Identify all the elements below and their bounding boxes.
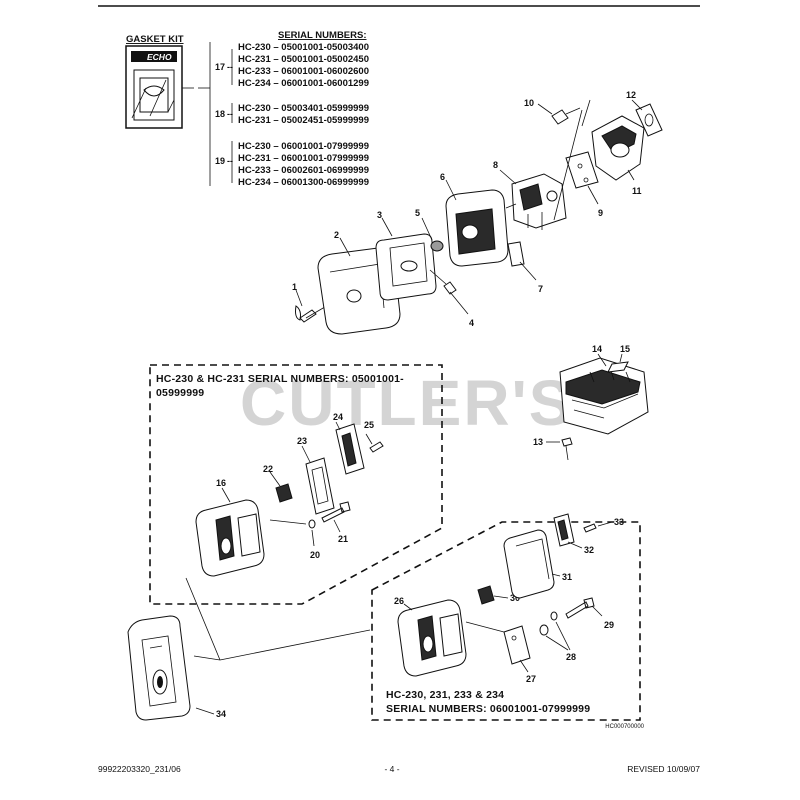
- part-screw-4: [443, 281, 457, 295]
- callout-15: 14: [592, 344, 602, 354]
- part-bolt-22: [321, 501, 351, 523]
- echo-logo: [131, 51, 177, 62]
- callout-29: 28: [566, 652, 576, 662]
- footer-revision: REVISED 10/09/07: [627, 764, 700, 774]
- part-gasket-28: [503, 625, 531, 665]
- callout-24: 23: [297, 436, 307, 446]
- muffler-assembly-lower: 26 27 28 29 30 31 32 33: [394, 513, 624, 684]
- figure-code: HC000700000: [605, 724, 644, 730]
- footer-doc-number: 99922203320_231/06: [98, 764, 181, 774]
- callout-23: 22: [263, 464, 273, 474]
- part-washer-21: [308, 519, 316, 529]
- serial-line: HC-231 – 05001001-05002450: [238, 54, 369, 65]
- callout-16: 15: [620, 344, 630, 354]
- part-label-16: [607, 361, 629, 373]
- gasket-kit: GASKET KIT ECHO SERIAL NUMBERS: 17 -- HC…: [125, 30, 369, 188]
- part-wing-knob: [295, 305, 317, 323]
- box-upper-title-2: 05999999: [156, 387, 204, 399]
- callout-5: 5: [415, 208, 420, 218]
- serial-line: HC-230 – 05001001-05003400: [238, 42, 369, 53]
- air-cleaner-assembly: 1 2 3 4 5 6 7: [292, 90, 663, 335]
- callout-4: 4: [469, 318, 474, 328]
- callout-6: 6: [440, 172, 445, 182]
- callout-31: 30: [510, 593, 520, 603]
- callout-28: 27: [526, 674, 536, 684]
- box-upper: [149, 364, 443, 605]
- svg-text:--: --: [227, 156, 233, 166]
- callout-18: 18: [215, 109, 225, 119]
- box-lower: [371, 521, 641, 721]
- part-screw-26: [369, 441, 384, 453]
- callout-8: 8: [493, 160, 498, 170]
- callout-7: 7: [538, 284, 543, 294]
- echo-logo-text: ECHO: [147, 52, 172, 62]
- serial-line: HC-233 – 06002601-06999999: [238, 165, 369, 176]
- callout-3: 3: [377, 210, 382, 220]
- part-screw-10: [551, 109, 569, 125]
- callout-10: 10: [524, 98, 534, 108]
- callout-22: 21: [338, 534, 348, 544]
- serial-line: HC-234 – 06001300-06999999: [238, 177, 369, 188]
- callout-19: 19: [215, 156, 225, 166]
- part-plate-7: [507, 241, 525, 267]
- part-plate-31: [477, 585, 495, 605]
- part-screw-14: [561, 437, 573, 447]
- engine-cover-assembly: 14 15 13: [533, 344, 649, 461]
- part-washer-29: [550, 611, 558, 621]
- serial-line: HC-231 – 06001001-07999999: [238, 153, 369, 164]
- part-bolt-30: [565, 597, 595, 619]
- part-gasket-5: [430, 240, 444, 252]
- serial-line: HC-231 – 05002451-05999999: [238, 115, 369, 126]
- callout-26: 25: [364, 420, 374, 430]
- box-lower-title-2: SERIAL NUMBERS: 06001001-07999999: [386, 703, 590, 715]
- callout-2: 2: [334, 230, 339, 240]
- callout-34: 33: [614, 517, 624, 527]
- svg-text:--: --: [227, 109, 233, 119]
- serial-numbers-heading: SERIAL NUMBERS:: [278, 30, 367, 41]
- heat-shield-assembly: 34: [127, 577, 371, 721]
- serial-line: HC-230 – 06001001-07999999: [238, 141, 369, 152]
- callout-21: 20: [310, 550, 320, 560]
- callout-32: 31: [562, 572, 572, 582]
- part-gasket-9: [565, 151, 599, 189]
- callout-33: 32: [584, 545, 594, 555]
- part-cover-32: [503, 529, 555, 599]
- callout-12: 12: [626, 90, 636, 100]
- callout-13: 34: [216, 709, 226, 719]
- callout-14: 13: [533, 437, 543, 447]
- serial-line: HC-234 – 06001001-06001299: [238, 78, 369, 89]
- part-plate-23: [275, 483, 293, 503]
- callout-17: 17: [215, 62, 225, 72]
- box-upper-title-1: HC-230 & HC-231 SERIAL NUMBERS: 05001001…: [156, 373, 404, 385]
- box-lower-title-1: HC-230, 231, 233 & 234: [386, 689, 504, 701]
- svg-text:--: --: [227, 62, 233, 72]
- callout-11: 11: [632, 186, 642, 196]
- callout-9: 9: [598, 208, 603, 218]
- callout-27: 26: [394, 596, 404, 606]
- callout-1: 1: [292, 282, 297, 292]
- gasket-kit-heading: GASKET KIT: [126, 34, 184, 45]
- serial-line: HC-233 – 06001001-06002600: [238, 66, 369, 77]
- watermark: CUTLER'S: [240, 367, 573, 439]
- part-gasket-24: [305, 457, 335, 515]
- callout-20: 16: [216, 478, 226, 488]
- part-screw-34: [583, 523, 597, 533]
- callout-25: 24: [333, 412, 343, 422]
- part-washer-29: [539, 624, 549, 636]
- footer-page-number: - 4 -: [384, 764, 399, 774]
- callout-30: 29: [604, 620, 614, 630]
- serial-line: HC-230 – 05003401-05999999: [238, 103, 369, 114]
- muffler-assembly-upper: 16 20 21 22 23 24 25: [195, 412, 384, 577]
- part-heat-shield: [127, 615, 191, 721]
